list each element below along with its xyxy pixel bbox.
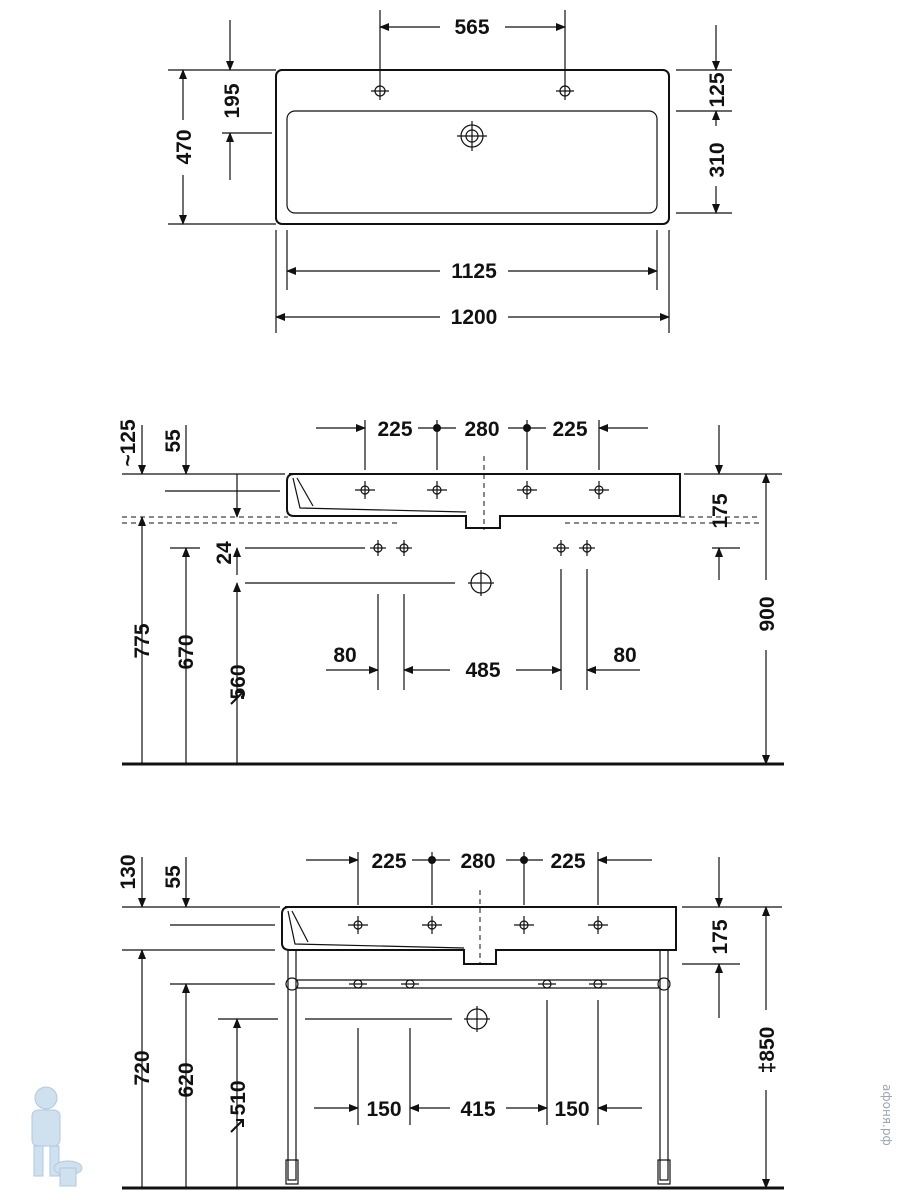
front-view-stand: 225 280 225 130 55 720 620 510 175 ‡850 xyxy=(117,850,784,1190)
dim-rim-stand: 55 xyxy=(162,865,185,889)
dim-h850: ‡850 xyxy=(756,1027,779,1074)
tap-hole-left xyxy=(371,82,389,100)
basin-outline xyxy=(275,69,670,225)
waste-outlet-stand xyxy=(464,1006,490,1032)
dim-h560: 560 xyxy=(227,664,250,699)
dim-80-right: 80 xyxy=(613,644,636,667)
top-view: 565 470 195 125 310 1125 1200 xyxy=(168,10,732,333)
dim-150-left: 150 xyxy=(366,1098,401,1121)
dim-h670: 670 xyxy=(175,634,198,669)
plumber-mascot-icon xyxy=(31,1086,83,1187)
dim-h720: 720 xyxy=(131,1050,154,1085)
dim-bowl-depth: 310 xyxy=(706,142,729,177)
drain-hole xyxy=(457,121,487,151)
dim-spacing-right-stand: 225 xyxy=(550,850,585,873)
supply-valves xyxy=(370,540,595,556)
dim-h900: 900 xyxy=(756,596,779,631)
dim-height-stand: 175 xyxy=(709,919,732,954)
dim-spacing-left-stand: 225 xyxy=(371,850,406,873)
bowl-outline xyxy=(286,110,658,214)
basin-profile-stand xyxy=(281,906,677,965)
approx-arrow-icon xyxy=(230,691,244,705)
dim-drop: 24 xyxy=(213,541,236,565)
dim-top-offset: ~125 xyxy=(117,419,140,467)
front-view-wall: 225 280 225 ~125 55 24 775 670 560 175 9… xyxy=(117,418,784,766)
dim-h510: 510 xyxy=(227,1080,250,1115)
approx-arrow-icon-stand xyxy=(230,1119,244,1133)
watermark-text: афоня.рф xyxy=(880,1084,894,1146)
dim-150-right: 150 xyxy=(554,1098,589,1121)
dim-rim: 55 xyxy=(162,429,185,453)
dim-bowl-offset: 195 xyxy=(221,83,244,118)
dim-height: 175 xyxy=(709,493,732,528)
dim-rim-front: 125 xyxy=(706,72,729,107)
dim-spacing-mid: 280 xyxy=(464,418,499,441)
dim-415: 415 xyxy=(460,1098,495,1121)
dim-tap-spacing: 565 xyxy=(454,16,489,39)
basin-profile xyxy=(286,473,681,529)
dim-width: 1200 xyxy=(451,306,498,329)
dim-80-left: 80 xyxy=(333,644,356,667)
dim-inner-width: 1125 xyxy=(451,260,497,283)
dim-h775: 775 xyxy=(131,623,154,658)
supply-valves-stand xyxy=(349,979,607,989)
tap-holes-front xyxy=(355,481,609,499)
dim-spacing-left: 225 xyxy=(377,418,412,441)
metal-stand xyxy=(285,949,671,1185)
tap-hole-right xyxy=(556,82,574,100)
dim-spacing-right: 225 xyxy=(552,418,587,441)
dim-h620: 620 xyxy=(175,1062,198,1097)
tap-holes-stand xyxy=(348,916,608,934)
dim-depth: 470 xyxy=(173,129,196,164)
dim-spacing-mid-stand: 280 xyxy=(460,850,495,873)
dim-top-offset-stand: 130 xyxy=(117,854,140,889)
waste-outlet xyxy=(468,570,494,596)
dim-485: 485 xyxy=(465,659,500,682)
